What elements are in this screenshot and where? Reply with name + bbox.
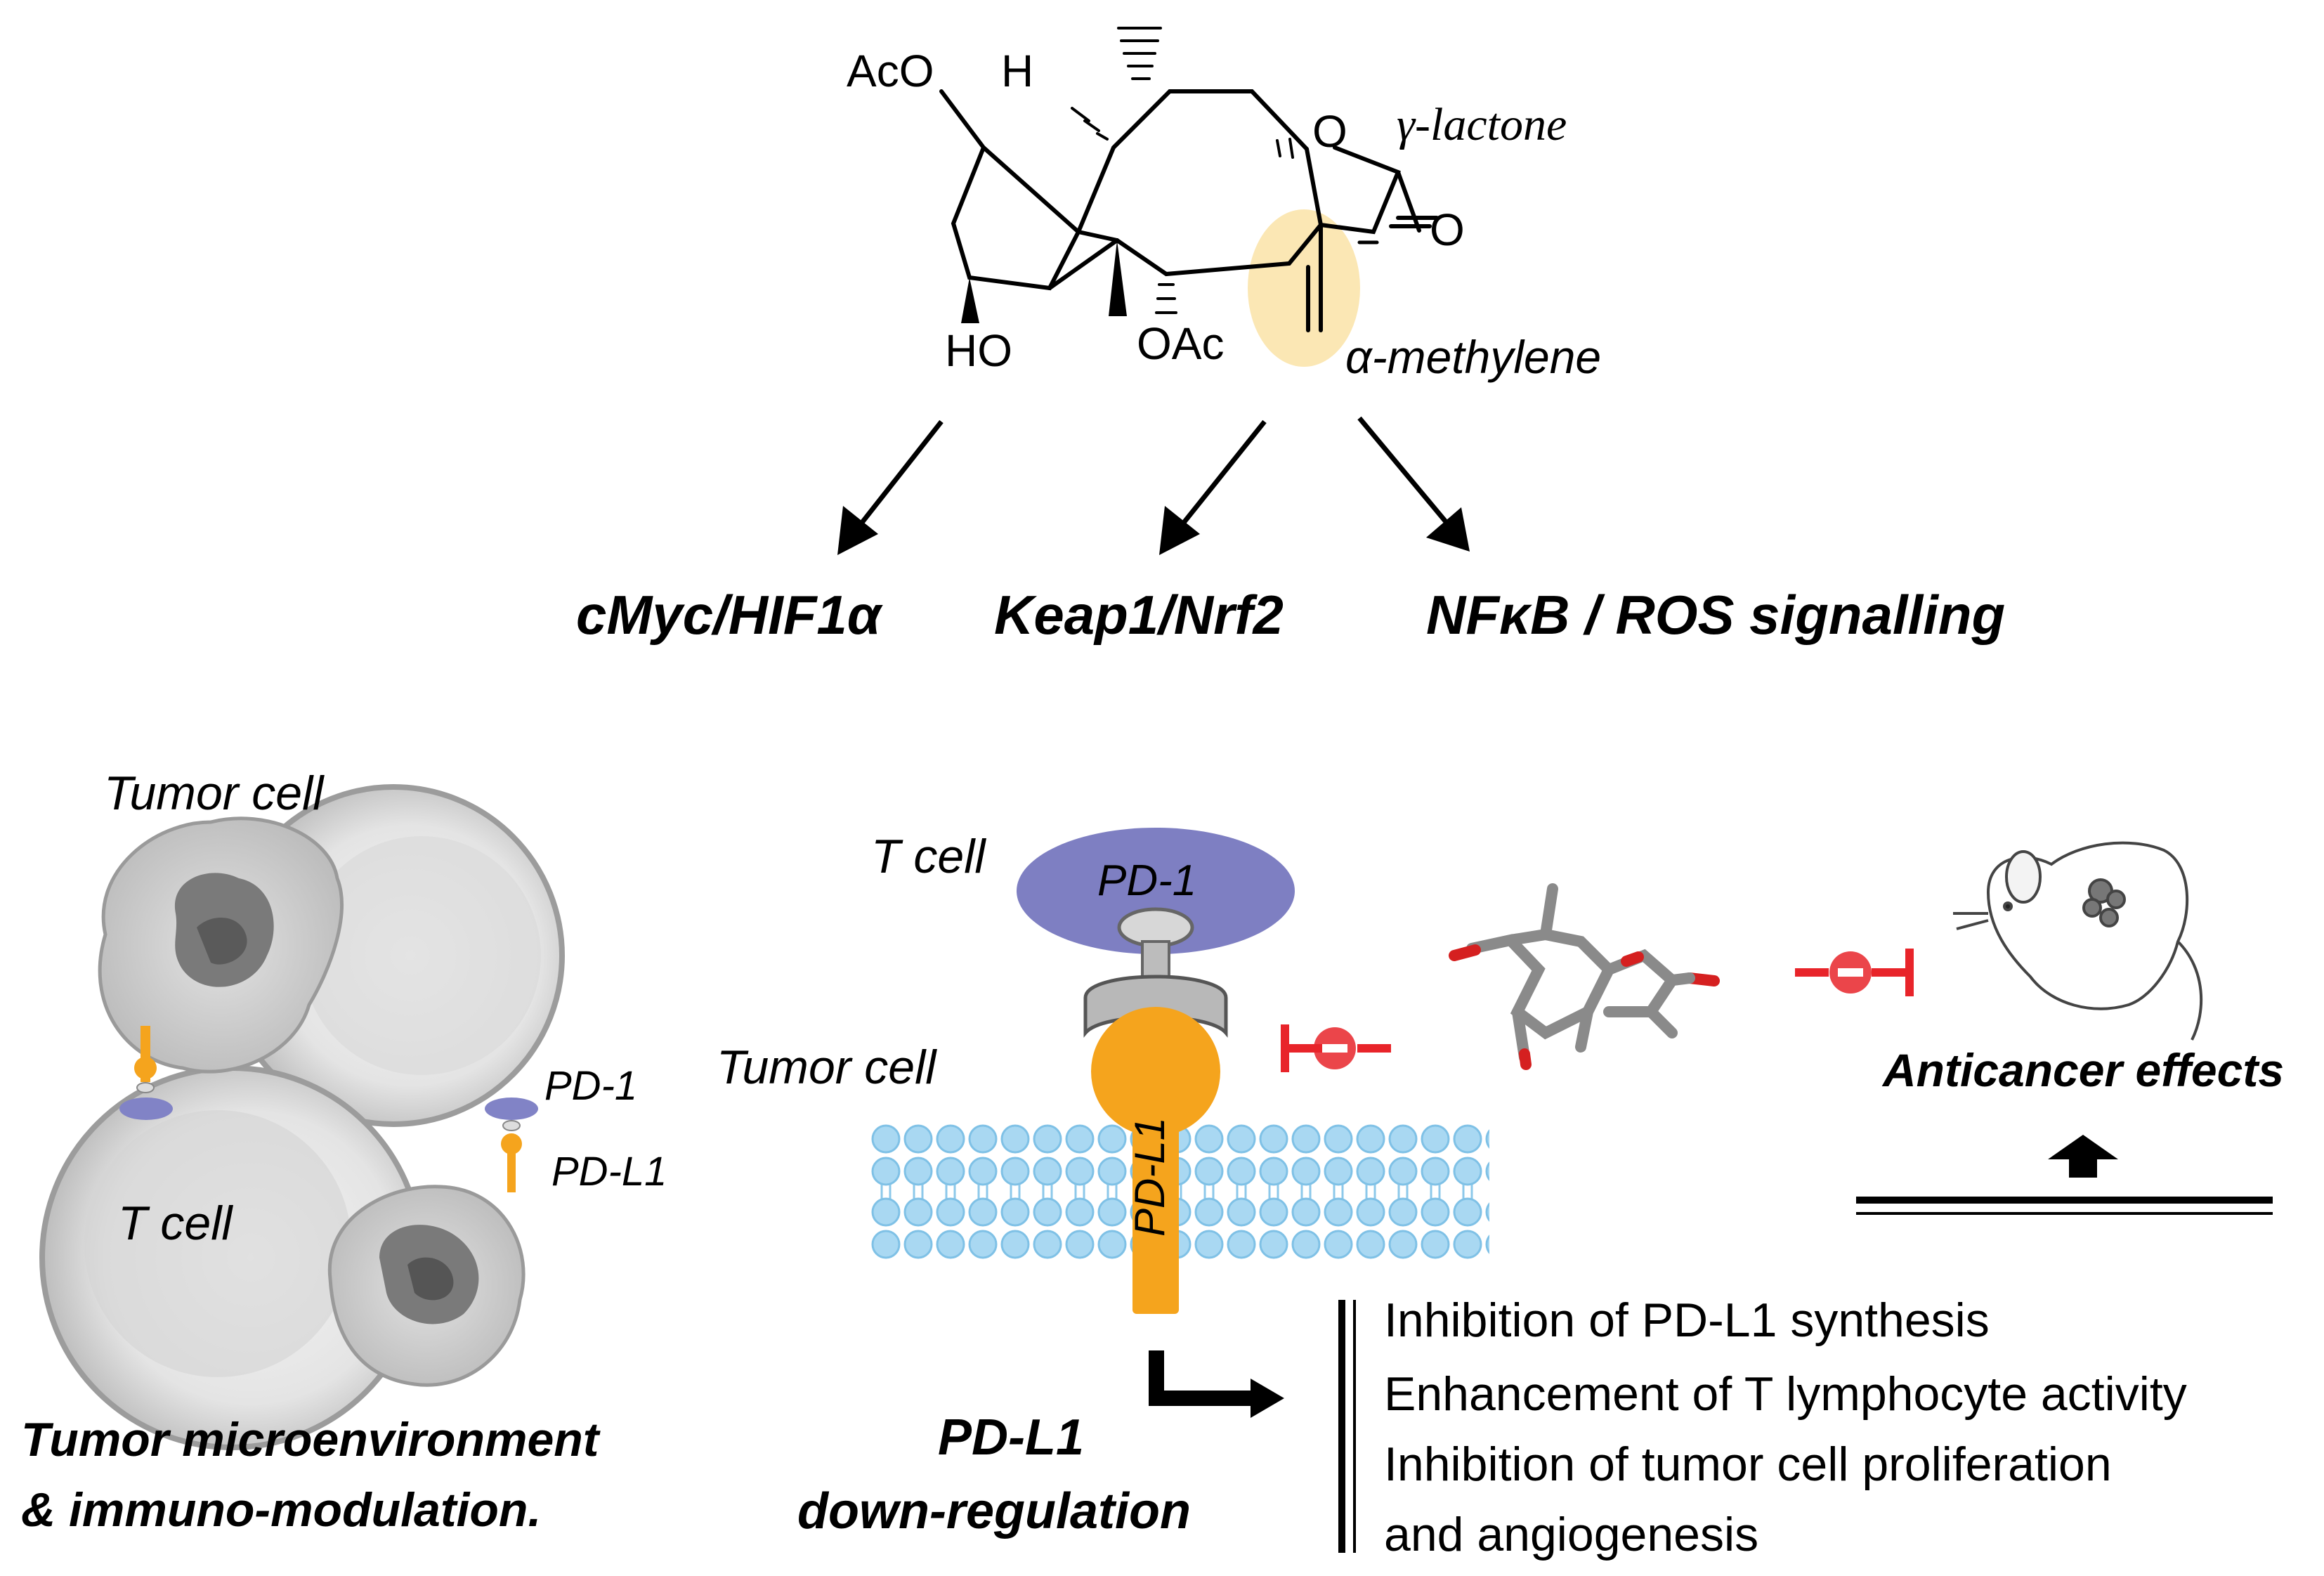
- pathway-nfkb: NFκB / ROS signalling: [1426, 584, 2006, 646]
- molecule-3d-model: [1449, 883, 1720, 1070]
- effect-item: Inhibition of tumor cell proliferation: [1384, 1438, 2112, 1491]
- pd1-label-panel: PD-1: [1097, 857, 1197, 905]
- mouse-illustration: [1953, 841, 2203, 1041]
- methylene-highlight: [1248, 209, 1360, 367]
- pd1-receptor: [1017, 828, 1295, 954]
- effect-item: and angiogenesis: [1384, 1508, 1759, 1561]
- t-cell-label-panel: T cell: [871, 830, 986, 883]
- pdl1-ligand: [1091, 1007, 1220, 1136]
- tumor-cell-label-panel: Tumor cell: [717, 1041, 936, 1094]
- up-arrow-icon: [2048, 1135, 2118, 1178]
- effect-item: Enhancement of T lymphocyte activity: [1384, 1367, 2187, 1421]
- ho-group: HO: [945, 325, 1012, 376]
- pd1-label-left: PD-1: [544, 1063, 638, 1109]
- pdl1-caption-line1: PD-L1: [938, 1409, 1085, 1466]
- methylene-label: α-methylene: [1345, 331, 1602, 383]
- molecule-structure: [939, 27, 1439, 367]
- arrow-keap1-head: [1159, 506, 1200, 555]
- tumor-cell-label-left: Tumor cell: [104, 767, 324, 820]
- microenvironment-caption-line1: Tumor microenvironment: [21, 1413, 599, 1466]
- oac-group: OAc: [1137, 318, 1225, 369]
- arrow-nfkb: [1357, 416, 1449, 526]
- pathway-cmyc: cMyc/HIF1α: [576, 584, 882, 646]
- inhibitor-symbol-right: [1795, 949, 1914, 996]
- lactone-label: γ-lactone: [1397, 99, 1567, 150]
- aco-group: AcO: [847, 46, 934, 96]
- membrane-panel: [870, 828, 2273, 1553]
- arrow-nfkb-head: [1426, 507, 1470, 552]
- pathway-arrows: [837, 416, 1470, 555]
- t-cell-label-left: T cell: [118, 1197, 233, 1250]
- arrow-cmyc-head: [837, 506, 878, 555]
- bent-arrow-icon: [1149, 1350, 1252, 1406]
- effect-item: Inhibition of PD-L1 synthesis: [1384, 1294, 1990, 1347]
- pd1-left: [119, 1098, 173, 1120]
- arrow-cmyc: [856, 419, 944, 529]
- lipid-bilayer: [870, 1123, 1489, 1260]
- microenvironment-illustration: [39, 784, 565, 1450]
- arrow-keap1: [1178, 419, 1267, 529]
- ring-oxygen: O: [1312, 106, 1347, 157]
- pdl1-label-panel: PD-L1: [1126, 1116, 1173, 1237]
- h-atom: H: [1001, 46, 1034, 96]
- anticancer-effects-label: Anticancer effects: [1883, 1044, 2285, 1096]
- inhibitor-symbol-left: [1281, 1024, 1391, 1072]
- pdl1-caption-line2: down-regulation: [797, 1483, 1191, 1539]
- microenvironment-caption-line2: & immuno-modulation.: [21, 1483, 542, 1537]
- carbonyl-oxygen: O: [1430, 204, 1465, 255]
- pd1-right: [485, 1098, 538, 1120]
- pathway-keap1: Keap1/Nrf2: [994, 584, 1284, 646]
- pdl1-label-left: PD-L1: [551, 1149, 667, 1194]
